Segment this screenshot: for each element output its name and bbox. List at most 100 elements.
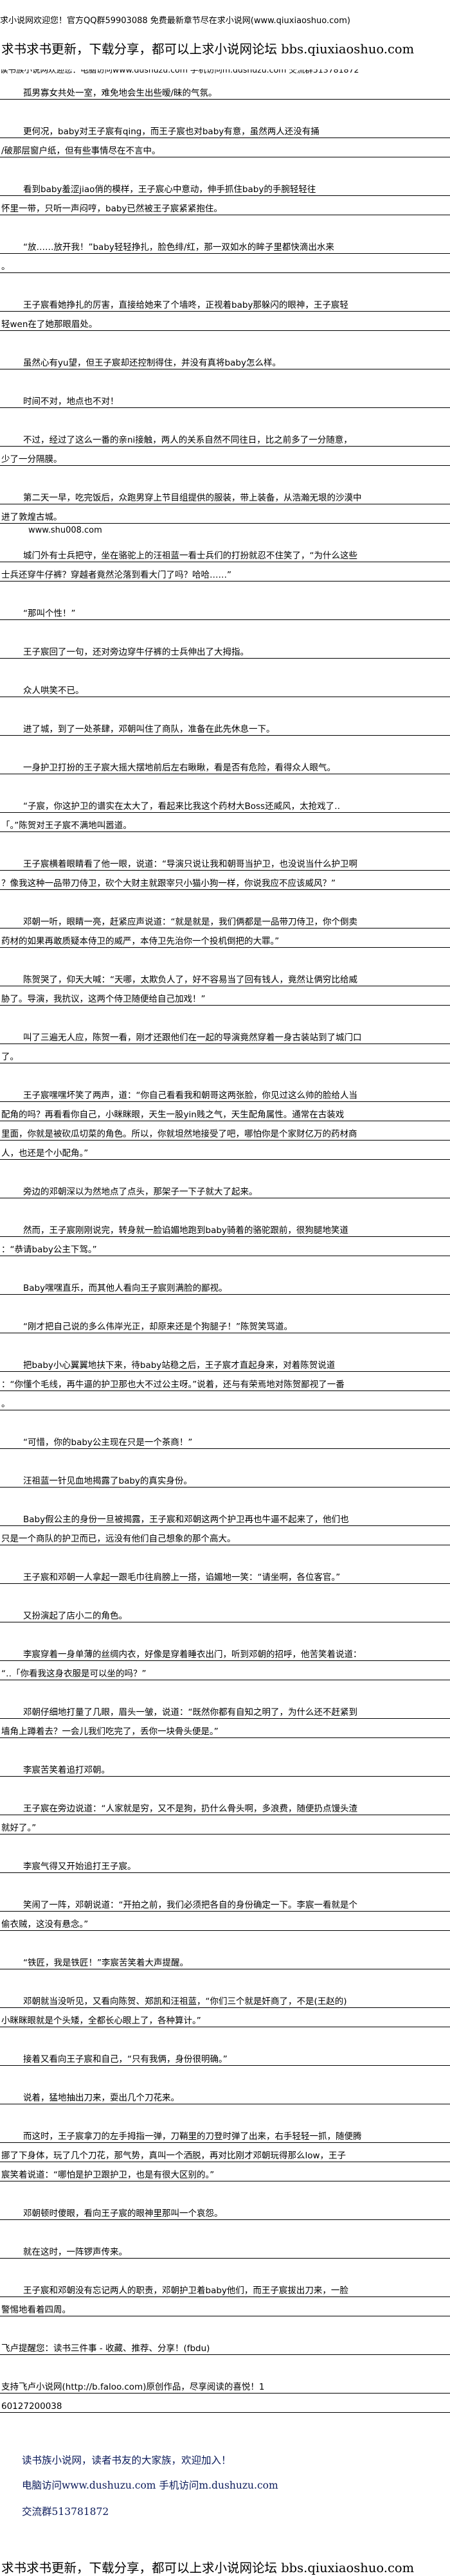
story-paragraph: 孤男寡女共处一室，难免地会生出些暧/昧的气氛。 bbox=[0, 80, 450, 100]
text-line-content: 。 bbox=[1, 1399, 10, 1409]
text-line-content: 王子宸和邓朝一人拿起一跟毛巾往肩膀上一搭，谄媚地一笑：“请坐啊，各位客官。” bbox=[23, 1572, 341, 1583]
text-line-content: 王子宸和邓朝没有忘记两人的职责，邓朝护卫着baby他们，而王子宸拔出刀来，一脸 bbox=[23, 2286, 348, 2296]
text-line: 药材的如果再敢质疑本侍卫的威严，本侍卫先治你一个投机倒把的大罪。” bbox=[0, 928, 450, 948]
text-line-content: 不过，经过了这么一番的亲ni接触，两人的关系自然不同往日，比之前多了一分随意， bbox=[23, 435, 352, 445]
text-line: 邓朝顿时傻眼，看向王子宸的眼神里那叫一个哀怨。 bbox=[0, 2201, 450, 2220]
text-line: 叫了三遍无人应，陈贺一看，刚才还跟他们在一起的导演竟然穿着一身古装站到了城门口 bbox=[0, 1025, 450, 1044]
text-line: 一身护卫打扮的王子宸大摇大摆地前后左右瞅瞅，看是否有危险，看得众人眼气。 bbox=[0, 755, 450, 774]
text-line-content: “‥「你看我这身衣服是可以坐的吗？” bbox=[1, 1669, 147, 1679]
text-line: 人，也还是个小配角。” bbox=[0, 1141, 450, 1160]
footer-group-number: 交流群513781872 bbox=[22, 2506, 109, 2518]
text-line-content: 王子宸看她挣扎的厉害，直接给她来了个墙咚，正视着baby那躲闪的眼神，王子宸轻 bbox=[23, 300, 348, 310]
text-line-content: 了。 bbox=[1, 1052, 19, 1062]
footer-welcome: 读书族小说网，读者书友的大家族，欢迎加入！ bbox=[22, 2455, 231, 2466]
text-line: Baby嘿嘿直乐，而其他人看向王子宸则满脸的鄙视。 bbox=[0, 1275, 450, 1295]
paragraph-spacer bbox=[0, 2181, 450, 2201]
text-line-content: 配角的吗？再看看你自己，小眯眯眼，天生一股yin贱之气，天生配角属性。通常在古装… bbox=[1, 1110, 345, 1120]
text-line-content: 人，也还是个小配角。” bbox=[1, 1148, 89, 1159]
text-line: 邓朝仔细地打量了几眼，眉头一皱，说道：“既然你都有自知之明了，为什么还不赶紧到 bbox=[0, 1700, 450, 1719]
story-paragraph: 虽然心有yu望，但王子宸却还控制得住，并没有真将baby怎么样。 bbox=[0, 350, 450, 369]
text-line-content: 邓朝顿时傻眼，看向王子宸的眼神里那叫一个哀怨。 bbox=[23, 2208, 223, 2219]
text-line: 。 bbox=[0, 1391, 450, 1410]
paragraph-spacer bbox=[0, 1680, 450, 1700]
paragraph-spacer bbox=[0, 2259, 450, 2278]
paragraph-spacer bbox=[0, 1738, 450, 1757]
paragraph-spacer bbox=[0, 2104, 450, 2124]
story-paragraph: 王子宸看她挣扎的厉害，直接给她来了个墙咚，正视着baby那躲闪的眼神，王子宸轻轻… bbox=[0, 292, 450, 331]
paragraph-spacer bbox=[0, 2066, 450, 2085]
text-line: 偷衣贼，这没有悬念。” bbox=[0, 1912, 450, 1931]
story-paragraph: 看到baby羞涩jiao俏的模样，王子宸心中意动，伸手抓住baby的手腕轻轻往怀… bbox=[0, 177, 450, 215]
text-line-content: 王子宸横着眼睛看了他一眼，说道：“导演只说让我和朝哥当护卫，也没说当什么护卫啊 bbox=[23, 859, 357, 869]
inline-site-watermark: www.shu008.com bbox=[28, 526, 102, 535]
story-paragraph: “刚才把自己说的多么伟岸光正，却原来还是个狗腿子！”陈贺笑骂道。 bbox=[0, 1314, 450, 1333]
text-line: 笑闹了一阵，邓朝说道：“开拍之前，我们必须把各自的身份确定一下。李宸一看就是个 bbox=[0, 1892, 450, 1912]
text-line-content: 一身护卫打扮的王子宸大摇大摆地前后左右瞅瞅，看是否有危险，看得众人眼气。 bbox=[23, 763, 336, 773]
paragraph-spacer bbox=[0, 1834, 450, 1854]
text-line-content: 又扮演起了店小二的角色。 bbox=[23, 1611, 127, 1621]
text-line-content: 进了敦煌古城。 bbox=[1, 512, 62, 522]
text-line-content: 只是一个商队的护卫而已，远没有他们自己想象的那个高大。 bbox=[1, 1534, 236, 1544]
paragraph-spacer bbox=[0, 620, 450, 639]
paragraph-spacer bbox=[0, 100, 450, 119]
footer-forum-banner: 求书求书更新，下载分享，都可以上求小说网论坛 bbs.qiuxiaoshuo.c… bbox=[1, 2561, 415, 2575]
text-line: 王子宸和邓朝没有忘记两人的职责，邓朝护卫着baby他们，而王子宸拔出刀来，一脸 bbox=[0, 2278, 450, 2297]
text-line: 配角的吗？再看看你自己，小眯眯眼，天生一股yin贱之气，天生配角属性。通常在古装… bbox=[0, 1102, 450, 1121]
text-line: 王子宸回了一句，还对旁边穿牛仔裤的士兵伸出了大拇指。 bbox=[0, 639, 450, 659]
text-line: “铁匠，我是铁匠！”李宸苦笑着大声提醒。 bbox=[0, 1950, 450, 1969]
text-line-content: 就在这时，一阵锣声传来。 bbox=[23, 2247, 127, 2257]
site-welcome-banner: 求小说网欢迎您！官方QQ群59903088 免费最新章节尽在求小说网(www.q… bbox=[0, 16, 350, 26]
story-paragraph: 王子宸在旁边说道：“人家就是穷，又不是狗，扔什么骨头啊，多浪费，随便扔点馒头渣就… bbox=[0, 1796, 450, 1834]
story-paragraph: 叫了三遍无人应，陈贺一看，刚才还跟他们在一起的导演竟然穿着一身古装站到了城门口了… bbox=[0, 1025, 450, 1063]
text-line: 李宸穿着一身单薄的丝绸内衣，好像是穿着睡衣出门，听到邓朝的招呼，他苦笑着说道： bbox=[0, 1642, 450, 1661]
story-paragraph: 王子宸和邓朝一人拿起一跟毛巾往肩膀上一搭，谄媚地一笑：“请坐啊，各位客官。” bbox=[0, 1565, 450, 1584]
text-line: 王子宸在旁边说道：“人家就是穷，又不是狗，扔什么骨头啊，多浪费，随便扔点馒头渣 bbox=[0, 1796, 450, 1815]
story-paragraph: 时间不对，地点也不对！ bbox=[0, 389, 450, 408]
story-paragraph: 又扮演起了店小二的角色。 bbox=[0, 1603, 450, 1622]
text-line-content: “子宸，你这护卫的谱实在太大了，看起来比我这个药材大Boss还威风，太抢戏了‥ bbox=[23, 801, 341, 812]
text-line-content: 药材的如果再敢质疑本侍卫的威严，本侍卫先治你一个投机倒把的大罪。” bbox=[1, 936, 280, 946]
paragraph-spacer bbox=[0, 2316, 450, 2336]
text-line-content: 陈贺哭了，仰天大喊：“天哪，太欺负人了，好不容易当了回有钱人，竟然让俩穷比给威 bbox=[23, 975, 357, 985]
text-line-content: 怀里一带，只听一声闷哼，baby已然被王子宸紧紧抱住。 bbox=[1, 204, 222, 214]
paragraph-spacer bbox=[0, 1969, 450, 1989]
text-line: ：“恭请baby公主下驾。” bbox=[0, 1237, 450, 1256]
text-line-content: 邓朝就当没听见，又看向陈贺、郑凯和汪祖蓝，“你们三个就是奸商了，不是(王赵的) bbox=[23, 1996, 347, 2007]
text-line-content: “刚才把自己说的多么伟岸光正，却原来还是个狗腿子！”陈贺笑骂道。 bbox=[23, 1322, 292, 1332]
text-line-content: 第二天一早，吃完饭后，众跑男穿上节目组提供的服装，带上装备，从浩瀚无垠的沙漠中 bbox=[23, 493, 362, 503]
paragraph-spacer bbox=[0, 890, 450, 909]
text-line: 更何况，baby对王子宸有qing，而王子宸也对baby有意，虽然两人还没有捅 bbox=[0, 119, 450, 138]
text-line-content: 汪祖蓝一针见血地揭露了baby的真实身份。 bbox=[23, 1476, 192, 1486]
text-line-content: 邓朝一听，眼睛一亮，赶紧应声说道：“就是就是，我们俩都是一品带刀侍卫，你个倒卖 bbox=[23, 917, 357, 927]
story-paragraph: 李宸气得又开始追打王子宸。 bbox=[0, 1854, 450, 1873]
text-line: 墙角上蹲着去？一会儿我们吃完了，丢你一块骨头便是。” bbox=[0, 1719, 450, 1738]
text-line: 王子宸和邓朝一人拿起一跟毛巾往肩膀上一搭，谄媚地一笑：“请坐啊，各位客官。” bbox=[0, 1565, 450, 1584]
text-line: 怀里一带，只听一声闷哼，baby已然被王子宸紧紧抱住。 bbox=[0, 196, 450, 215]
text-line: 时间不对，地点也不对！ bbox=[0, 389, 450, 408]
paragraph-spacer bbox=[0, 1333, 450, 1353]
text-line: “子宸，你这护卫的谱实在太大了，看起来比我这个药材大Boss还威风，太抢戏了‥ bbox=[0, 794, 450, 813]
text-line: 接着又看向王子宸和自己，“只有我俩，身份很明确。” bbox=[0, 2047, 450, 2066]
text-line-content: 警惕地看着四周。 bbox=[1, 2305, 71, 2315]
paragraph-spacer bbox=[0, 948, 450, 967]
paragraph-spacer bbox=[0, 1873, 450, 1892]
text-line-content: 叫了三遍无人应，陈贺一看，刚才还跟他们在一起的导演竟然穿着一身古装站到了城门口 bbox=[23, 1033, 362, 1043]
text-line-content: 。 bbox=[1, 262, 10, 272]
story-paragraph: 邓朝一听，眼睛一亮，赶紧应声说道：“就是就是，我们俩都是一品带刀侍卫，你个倒卖药… bbox=[0, 909, 450, 948]
story-paragraph: 说着，猛地抽出刀来，耍出几个刀花来。 bbox=[0, 2085, 450, 2104]
paragraph-spacer bbox=[0, 273, 450, 292]
story-paragraph: 笑闹了一阵，邓朝说道：“开拍之前，我们必须把各自的身份确定一下。李宸一看就是个偷… bbox=[0, 1892, 450, 1931]
text-line: 然而，王子宸刚刚说完，转身就一脸谄媚地跑到baby骑着的骆驼跟前，很狗腿地笑道 bbox=[0, 1218, 450, 1237]
story-paragraph: 汪祖蓝一针见血地揭露了baby的真实身份。 bbox=[0, 1468, 450, 1488]
story-paragraph: 第二天一早，吃完饭后，众跑男穿上节目组提供的服装，带上装备，从浩瀚无垠的沙漠中进… bbox=[0, 485, 450, 524]
story-paragraph: “放……放开我！”baby轻轻挣扎，脸色绯/红，那一双如水的眸子里都快滴出水来。 bbox=[0, 235, 450, 273]
text-line: 把baby小心翼翼地扶下来，待baby站稳之后，王子宸才直起身来，对着陈贺说道 bbox=[0, 1353, 450, 1372]
paragraph-spacer bbox=[0, 697, 450, 716]
text-line: 小眯眯眼就是个头矮，全都长心眼上了，各种算计。” bbox=[0, 2008, 450, 2027]
story-paragraph: 就在这时，一阵锣声传来。 bbox=[0, 2239, 450, 2259]
text-line: “刚才把自己说的多么伟岸光正，却原来还是个狗腿子！”陈贺笑骂道。 bbox=[0, 1314, 450, 1333]
story-paragraph: 邓朝仔细地打量了几眼，眉头一皱，说道：“既然你都有自知之明了，为什么还不赶紧到墙… bbox=[0, 1700, 450, 1738]
text-line-content: 王子宸回了一句，还对旁边穿牛仔裤的士兵伸出了大拇指。 bbox=[23, 647, 249, 657]
story-paragraph: 一身护卫打扮的王子宸大摇大摆地前后左右瞅瞅，看是否有危险，看得众人眼气。 bbox=[0, 755, 450, 774]
text-line: 而这时，王子宸拿刀的左手拇指一弹，刀鞘里的刀登时弹了出来，右手轻轻一抓，随便腾 bbox=[0, 2124, 450, 2143]
